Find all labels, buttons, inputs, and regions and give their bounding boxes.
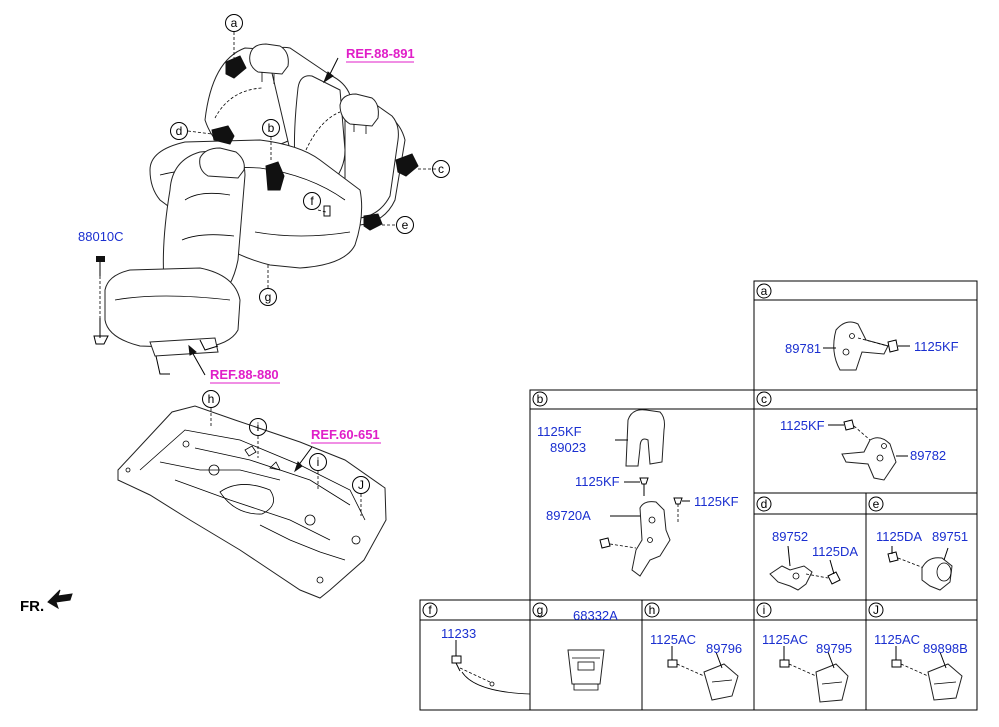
svg-text:d: d xyxy=(176,124,183,138)
part-89796-label[interactable]: 89796 xyxy=(706,641,742,656)
part-1125da-d-label[interactable]: 1125DA xyxy=(812,544,858,559)
panel-a-header: a xyxy=(756,283,772,299)
ref-88-880-link[interactable]: REF.88-880 xyxy=(210,367,280,384)
detail-panels-grid xyxy=(419,280,978,711)
panel-e-content: 1125DA 89751 xyxy=(876,529,968,591)
bracket-d-marker xyxy=(211,125,235,145)
svg-text:REF.88-880: REF.88-880 xyxy=(210,367,279,382)
callout-b[interactable]: b xyxy=(262,119,280,137)
callout-e[interactable]: e xyxy=(396,216,414,234)
svg-text:f: f xyxy=(428,603,432,617)
svg-text:FR.: FR. xyxy=(20,598,44,615)
front-arrow-icon xyxy=(47,589,73,610)
ref-60-651-link[interactable]: REF.60-651 xyxy=(311,427,381,444)
panel-b-content: 1125KF 89023 1125KF 1125KF 89720A xyxy=(537,409,739,577)
part-1125kf-a-label[interactable]: 1125KF xyxy=(914,339,959,354)
svg-text:h: h xyxy=(649,603,656,617)
bracket-c-marker xyxy=(395,153,419,177)
panel-a-content: 89781 1125KF xyxy=(785,321,959,371)
svg-text:i: i xyxy=(317,455,320,469)
panel-i-header: i xyxy=(756,602,772,618)
svg-text:g: g xyxy=(537,603,544,617)
part-1125kf-b2-label[interactable]: 1125KF xyxy=(575,474,620,489)
bracket-a-marker xyxy=(225,55,247,79)
part-89752-label[interactable]: 89752 xyxy=(772,529,808,544)
callout-g[interactable]: g xyxy=(259,288,277,306)
callout-j[interactable]: J xyxy=(352,476,370,494)
panel-f-header: f xyxy=(422,602,438,618)
svg-text:REF.60-651: REF.60-651 xyxy=(311,427,380,442)
panel-b-header: b xyxy=(532,391,548,407)
svg-text:f: f xyxy=(310,194,314,208)
bracket-b-marker xyxy=(265,161,285,191)
panel-d-content: 89752 1125DA xyxy=(769,529,858,591)
part-89898b-label[interactable]: 89898B xyxy=(923,641,968,656)
panel-d-header: d xyxy=(756,496,772,512)
svg-text:e: e xyxy=(402,218,409,232)
svg-text:i: i xyxy=(763,603,766,617)
panel-c-content: 1125KF 89782 xyxy=(780,418,946,481)
callout-d[interactable]: d xyxy=(170,122,188,140)
part-1125kf-b3-label[interactable]: 1125KF xyxy=(694,494,739,509)
svg-text:i: i xyxy=(257,420,260,434)
callout-i-upper[interactable]: i xyxy=(249,418,267,436)
panel-g-content: 68332A xyxy=(567,608,618,691)
part-89720a-label[interactable]: 89720A xyxy=(546,508,591,523)
floor-leaders xyxy=(210,408,362,516)
callout-h[interactable]: h xyxy=(202,390,220,408)
part-1125ac-h-label[interactable]: 1125AC xyxy=(650,632,696,647)
front-direction-indicator: FR. xyxy=(20,589,73,615)
part-89023-label[interactable]: 89023 xyxy=(550,440,586,455)
main-leaders xyxy=(187,32,438,376)
svg-text:c: c xyxy=(438,162,444,176)
panel-c-header: c xyxy=(756,391,772,407)
svg-text:a: a xyxy=(761,284,768,298)
panel-j-header: J xyxy=(868,602,884,618)
part-11233-label[interactable]: 11233 xyxy=(441,626,476,641)
svg-text:d: d xyxy=(761,497,768,511)
panel-f-content: 11233 xyxy=(441,626,531,695)
panel-h-content: 1125AC 89796 xyxy=(650,632,742,701)
part-88010c-label[interactable]: 88010C xyxy=(78,229,124,244)
svg-text:J: J xyxy=(358,478,364,492)
bracket-e-marker xyxy=(363,213,383,231)
part-89751-label[interactable]: 89751 xyxy=(932,529,968,544)
callout-f[interactable]: f xyxy=(303,192,321,210)
part-1125ac-j-label[interactable]: 1125AC xyxy=(874,632,920,647)
part-89795-label[interactable]: 89795 xyxy=(816,641,852,656)
svg-text:g: g xyxy=(265,290,272,304)
part-1125ac-i-label[interactable]: 1125AC xyxy=(762,632,808,647)
svg-text:h: h xyxy=(208,392,215,406)
part-1125kf-b1-label[interactable]: 1125KF xyxy=(537,424,582,439)
part-1125da-e-label[interactable]: 1125DA xyxy=(876,529,922,544)
callout-a[interactable]: a xyxy=(225,14,243,32)
svg-text:c: c xyxy=(761,392,767,406)
panel-g-header: g xyxy=(532,602,548,618)
part-89781-label[interactable]: 89781 xyxy=(785,341,821,356)
panel-j-content: 1125AC 89898B xyxy=(874,632,968,701)
ref-88-891-link[interactable]: REF.88-891 xyxy=(346,46,415,63)
part-89782-label[interactable]: 89782 xyxy=(910,448,946,463)
svg-text:e: e xyxy=(873,497,880,511)
svg-text:J: J xyxy=(873,603,879,617)
svg-text:a: a xyxy=(231,16,238,30)
svg-text:REF.88-891: REF.88-891 xyxy=(346,46,415,61)
panel-e-header: e xyxy=(868,496,884,512)
panel-h-header: h xyxy=(644,602,660,618)
front-seat-assembly xyxy=(93,147,246,375)
svg-text:b: b xyxy=(268,121,275,135)
callout-i-lower[interactable]: i xyxy=(309,453,327,471)
part-1125kf-c-label[interactable]: 1125KF xyxy=(780,418,825,433)
part-68332a-label[interactable]: 68332A xyxy=(573,608,618,623)
panel-i-content: 1125AC 89795 xyxy=(762,632,852,703)
callout-c[interactable]: c xyxy=(432,160,450,178)
svg-text:b: b xyxy=(537,392,544,406)
bolt-f-marker xyxy=(323,205,331,217)
